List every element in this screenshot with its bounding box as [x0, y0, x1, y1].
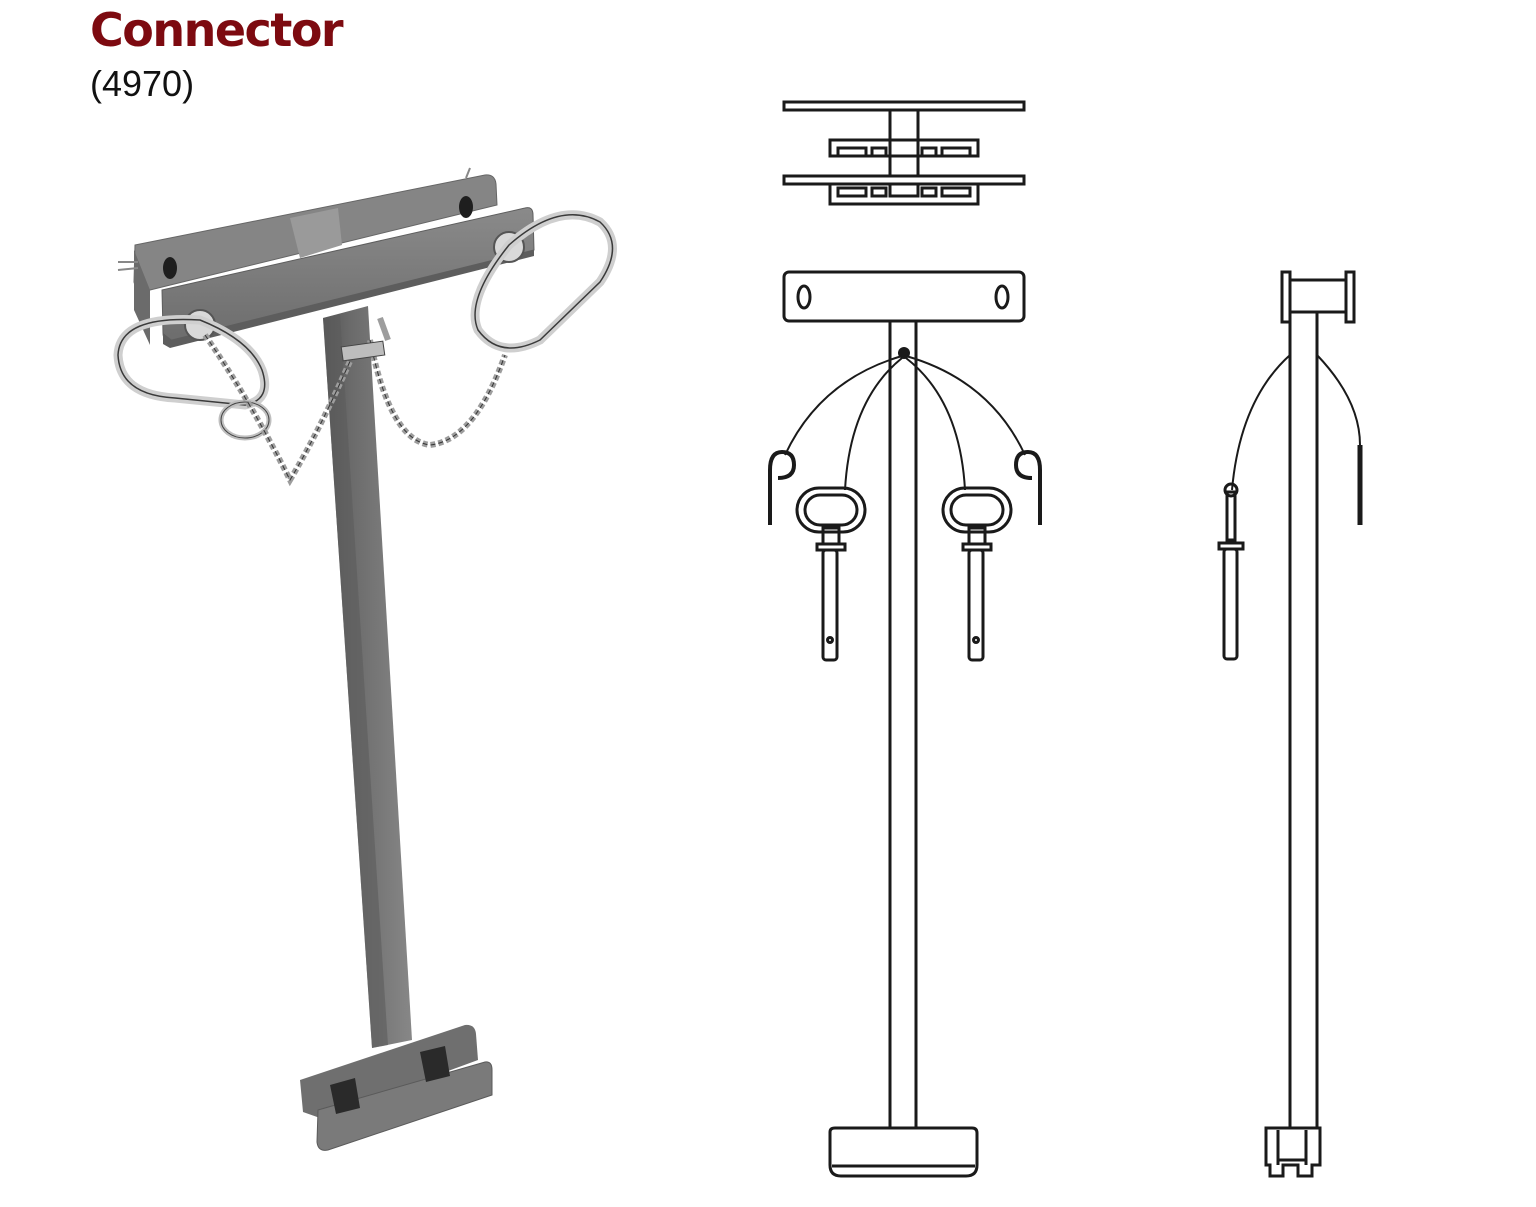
connector-photo-illustration: [113, 167, 617, 1151]
part-number: (4970): [90, 63, 195, 104]
top-view-drawing: [770, 95, 1040, 215]
front-view-line-art: [768, 270, 1042, 1178]
top-view-line-art: [782, 100, 1026, 206]
product-title: Connector: [90, 3, 344, 57]
product-photo: [100, 140, 640, 1170]
side-view-drawing: [1205, 265, 1375, 1185]
side-view-line-art: [1217, 270, 1363, 1178]
front-view-drawing: [755, 265, 1055, 1185]
